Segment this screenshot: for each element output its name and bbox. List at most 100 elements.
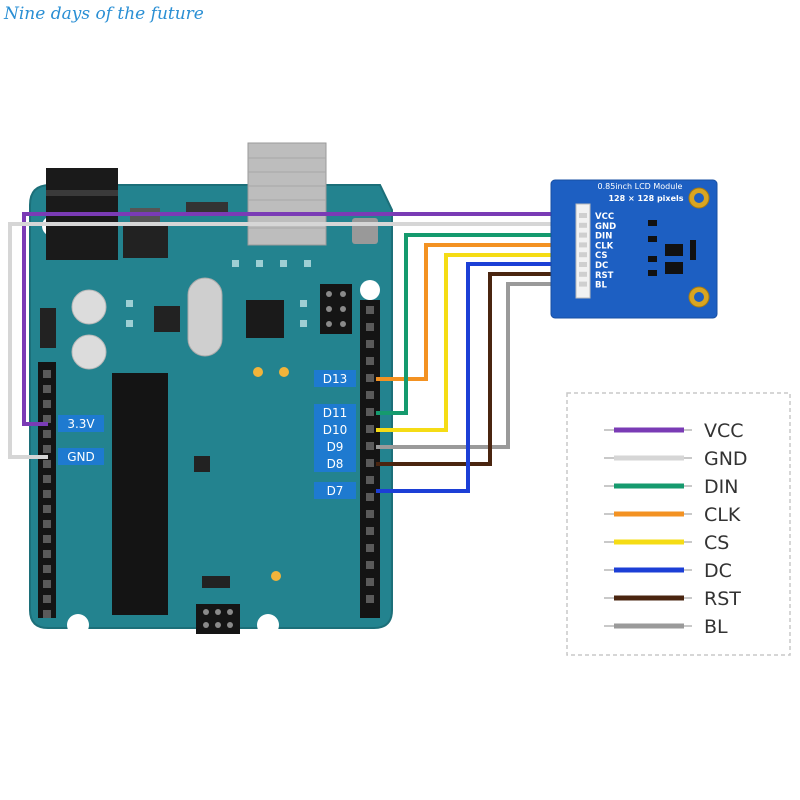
legend-item-cs: CS [604,532,729,554]
lcd-pin-label-dc: DC [595,261,608,271]
lcd-pin-label-rst: RST [595,271,614,281]
header-pin [366,374,374,382]
lcd-title: 0.85inch LCD Module [598,182,683,191]
header-pin [43,550,51,558]
legend-item-rst: RST [604,588,741,610]
pin-label-gnd: GND [58,448,104,465]
legend-label: VCC [704,420,744,442]
atmega-chip [112,373,168,615]
legend-label: DC [704,560,732,582]
legend: VCC GND DIN CLK CS DC RST BL [566,392,791,656]
lcd-pin-contact [579,262,587,267]
header-pin [366,442,374,450]
wire-dc [376,262,578,493]
legend-item-clk: CLK [604,504,741,526]
right-header-pins [366,306,374,603]
lcd-subtitle: 128 × 128 pixels [608,194,683,203]
legend-label: BL [704,616,728,638]
pin-label-gnd-text: GND [67,450,95,464]
header-pin [43,535,51,543]
mounting-hole [257,614,279,636]
pin-label-d8-text: D8 [327,457,344,471]
watermark-text: Nine days of the future [4,4,204,24]
crystal [187,277,223,357]
lcd-pin-label-vcc: VCC [595,212,614,222]
pin-label-d7: D7 [314,482,356,499]
legend-label: DIN [704,476,738,498]
legend-label: RST [704,588,741,610]
lcd-pin-label-bl: BL [595,281,607,291]
header-pin [366,357,374,365]
lcd-pin-contact [579,252,587,258]
lcd-pin-contact [579,222,587,228]
voltage-regulator [123,222,168,258]
header-pin [366,510,374,518]
header-pin [366,408,374,416]
lcd-pin-label-gnd: GND [595,222,616,232]
header-pin [366,425,374,433]
capacitor [71,289,107,325]
header-pin [43,505,51,513]
pin-label-d11: D11 [314,404,356,421]
lcd-pin-contact [579,271,587,277]
header-pin [43,580,51,588]
pin-label-d9: D9 [314,438,356,455]
header-pin [366,578,374,586]
header-pin [43,445,51,453]
header-pin [366,459,374,467]
header-pin [366,476,374,484]
lcd-module: 0.85inch LCD Module 128 × 128 pixels VCC… [550,179,718,319]
wire-din [376,233,578,415]
header-pin [43,520,51,528]
header-pin [366,544,374,552]
lcd-pin-contact [579,281,587,287]
icsp-header-bottom [196,604,240,634]
pin-label-d9-text: D9 [327,440,344,454]
legend-item-din: DIN [604,476,738,498]
wire-bl [376,282,578,449]
lcd-pin-label-din: DIN [595,232,612,242]
pin-label-d13: D13 [314,370,356,387]
header-pin [43,475,51,483]
legend-item-dc: DC [604,560,732,582]
usb-chip [246,300,284,338]
lcd-pin-label-clk: CLK [595,241,614,251]
header-pin [43,490,51,498]
arduino-pin-labels: 3.3V GND D13 D11 D10 D9 D8 D7 [58,370,356,499]
header-pin [366,561,374,569]
pin-label-d10: D10 [314,421,356,438]
pin-label-d13-text: D13 [323,372,348,386]
header-pin [43,610,51,618]
lcd-pin-contact [579,242,587,248]
wire-cs [376,253,578,432]
header-pin [43,370,51,378]
wire-vcc [22,212,578,426]
legend-label: GND [704,448,748,470]
mounting-hole [360,280,380,300]
pin-label-d11-text: D11 [323,406,348,420]
capacitor [71,334,107,370]
header-pin [366,527,374,535]
wire-clk [376,243,578,381]
header-pin [43,565,51,573]
legend-item-vcc: VCC [604,420,744,442]
header-pin [366,340,374,348]
wires [8,212,578,493]
header-pin [43,430,51,438]
header-pin [366,493,374,501]
legend-frame [566,392,791,656]
left-header-pins [43,370,51,618]
arduino-board [29,142,393,636]
pin-label-d7-text: D7 [327,484,344,498]
header-pin [366,391,374,399]
header-pin [366,306,374,314]
legend-label: CLK [704,504,741,526]
wire-gnd [8,222,578,459]
icsp-header [320,284,352,334]
lcd-pin-contact [579,232,587,238]
lcd-pin-contact [579,213,587,218]
header-pin [43,415,51,423]
header-pin [43,460,51,468]
